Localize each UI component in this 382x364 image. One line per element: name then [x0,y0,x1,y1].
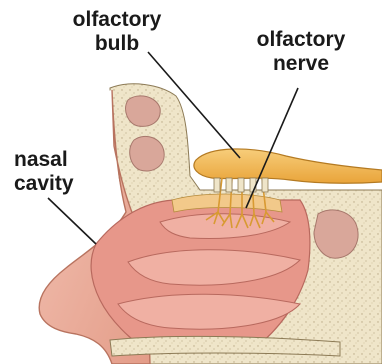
hard-palate [110,336,340,356]
nasal-cavity-label-line-1: nasal [14,148,94,172]
olfactory-nerve-label-line-1: olfactory [236,28,366,52]
nasal-cavity-label-line-2: cavity [14,172,94,196]
olfactory-bulb-label-line-2: bulb [62,32,172,56]
sphenoid-sinus [314,210,358,258]
frontal-sinus-lower [130,136,164,171]
olfactory-bulb-label-line-1: olfactory [62,8,172,32]
nasal-cavity-label: nasal cavity [14,148,94,196]
olfactory-bulb-label: olfactory bulb [62,8,172,56]
frontal-sinus-upper [126,96,161,127]
olfactory-nerve-label-line-2: nerve [236,52,366,76]
olfactory-nerve-label: olfactory nerve [236,28,366,76]
